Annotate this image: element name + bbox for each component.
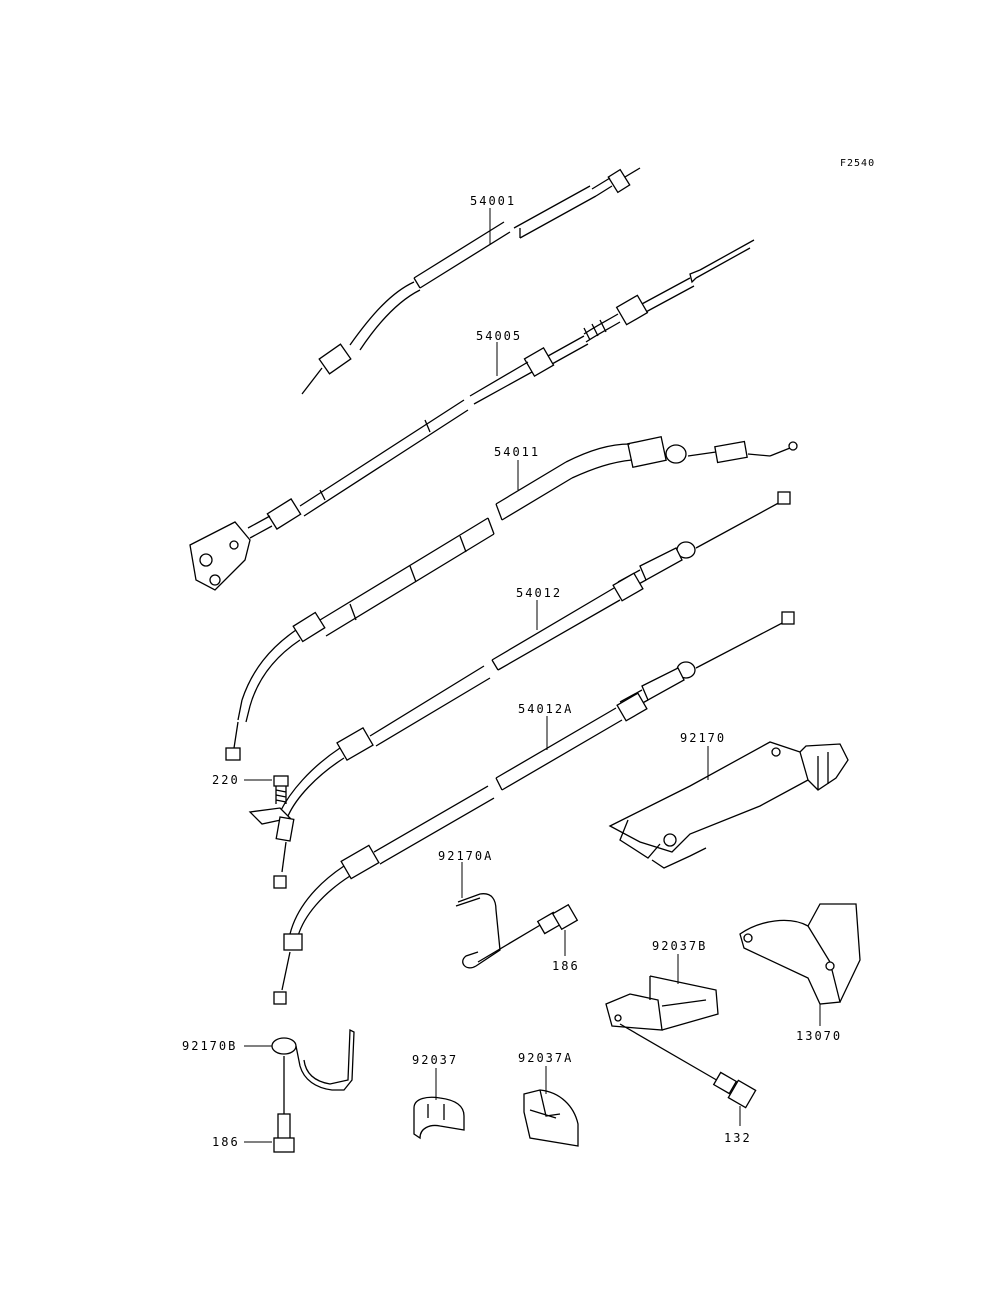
bolt-186-lower: [273, 1056, 295, 1153]
label-186-lower: 186: [212, 1135, 240, 1149]
label-92037A: 92037A: [518, 1051, 573, 1065]
cable-54012A: [273, 611, 795, 1005]
cable-54005: [189, 239, 755, 591]
label-92170A: 92170A: [438, 849, 493, 863]
bolt-186-upper: [477, 903, 579, 963]
cable-54012: [248, 491, 791, 889]
cable-54011: [225, 435, 798, 761]
label-92037: 92037: [412, 1053, 458, 1067]
bolt-132: [619, 1023, 757, 1109]
clip-92037A: [523, 1089, 579, 1147]
label-13070: 13070: [796, 1029, 842, 1043]
label-132: 132: [724, 1131, 752, 1145]
clip-92037: [413, 1096, 465, 1140]
label-54012A: 54012A: [518, 702, 573, 716]
figure-code: F2540: [840, 158, 875, 169]
bracket-92037B: [605, 975, 719, 1031]
label-54011: 54011: [494, 445, 540, 459]
bracket-13070: [739, 903, 861, 1005]
bracket-92170: [608, 741, 849, 869]
label-54001: 54001: [470, 194, 516, 208]
label-92037B: 92037B: [652, 939, 707, 953]
screw-220: [273, 775, 289, 804]
cable-54001: [301, 167, 641, 395]
label-186-upper: 186: [552, 959, 580, 973]
label-92170: 92170: [680, 731, 726, 745]
label-54012: 54012: [516, 586, 562, 600]
label-54005: 54005: [476, 329, 522, 343]
clamp-92170A: [455, 893, 501, 969]
label-220: 220: [212, 773, 240, 787]
label-92170B: 92170B: [182, 1039, 237, 1053]
